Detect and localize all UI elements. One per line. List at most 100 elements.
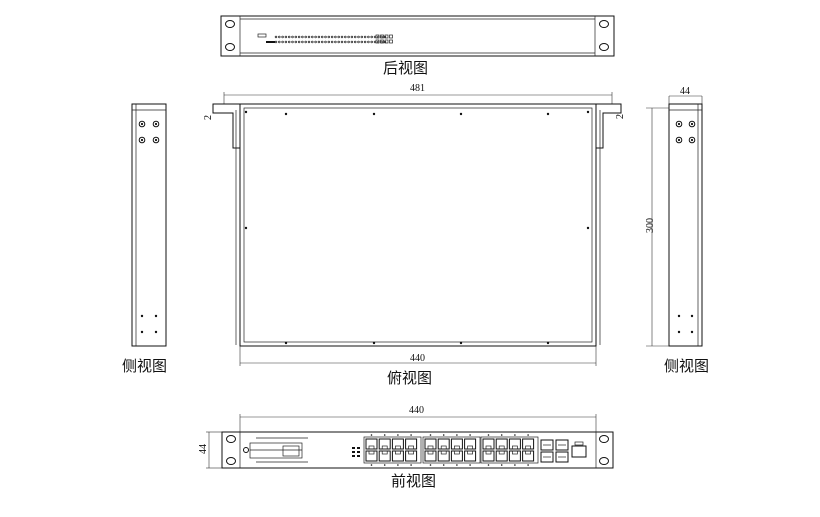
- right-side-holes: [675, 120, 696, 334]
- rear-vent-dot: [337, 35, 340, 39]
- side-mount-hole: [675, 136, 683, 144]
- port-led: [500, 434, 503, 436]
- rj45-latch: [454, 450, 460, 455]
- side-mount-hole-center: [690, 122, 694, 126]
- rear-vent-dot: [304, 35, 307, 39]
- rear-vent-dot: [353, 40, 357, 44]
- rj45-latch: [427, 445, 434, 450]
- rear-vent-dot: [380, 35, 383, 39]
- rear-vent-dot: [294, 35, 298, 39]
- svg-text:2: 2: [203, 115, 214, 120]
- rj45-latch: [498, 445, 505, 450]
- port-led: [469, 464, 471, 466]
- rear-panel-outline: [220, 15, 615, 57]
- rj45-port: [522, 438, 535, 450]
- rear-vent-dot: [347, 35, 350, 39]
- rear-view: 后视图: [220, 15, 615, 77]
- rj45-latch: [454, 445, 460, 450]
- rj45-port: [450, 450, 463, 462]
- rear-vent-dot: [363, 35, 367, 39]
- rj45-port: [495, 450, 508, 462]
- rj45-latch: [440, 450, 447, 455]
- left-side-holes: [138, 120, 160, 334]
- port-led: [410, 434, 412, 436]
- rj45-port: [482, 450, 495, 462]
- rj45-latch: [467, 450, 473, 455]
- sfp-port: [540, 439, 554, 451]
- rj45-latch: [368, 445, 375, 450]
- port-led: [527, 464, 529, 466]
- rj45-port: [424, 450, 437, 462]
- rear-vent-dot: [284, 40, 288, 44]
- sfp-combo-port-group: [540, 439, 569, 463]
- rj45-port: [482, 438, 495, 450]
- rj45-latch: [525, 450, 531, 455]
- rear-vent-dot: [314, 40, 317, 44]
- rear-port-mark: [380, 34, 384, 39]
- rj45-latch: [512, 445, 518, 450]
- rear-mount-hole: [225, 43, 235, 51]
- side-mount-hole-center: [690, 138, 694, 142]
- side-mount-hole-center: [154, 122, 158, 126]
- status-led: [352, 451, 355, 453]
- console-port: [282, 445, 300, 457]
- rear-vent-dot: [320, 40, 324, 44]
- right-side-view-label: 侧视图: [664, 357, 709, 375]
- rear-vent-dot: [327, 40, 331, 44]
- rj45-port: [437, 438, 450, 450]
- rj45-latch: [485, 445, 492, 450]
- port-led: [383, 434, 386, 436]
- rear-vent-dot: [284, 35, 288, 39]
- rear-vent-dot: [337, 40, 340, 44]
- side-mount-hole-center: [140, 122, 144, 126]
- rear-vent-dot: [274, 40, 278, 44]
- side-rail-hole: [690, 314, 694, 318]
- port-led: [442, 464, 445, 466]
- dimension-44-side: 44: [680, 86, 690, 97]
- uplink-rj45-port: [571, 445, 587, 458]
- rear-vent-dot: [317, 40, 321, 44]
- side-rail-hole: [154, 314, 158, 318]
- left-side-outline: [131, 103, 167, 347]
- port-led: [514, 434, 516, 436]
- dimension-481: 481: [410, 83, 425, 94]
- rear-vent-dot: [278, 35, 281, 39]
- power-led-icon: [243, 447, 249, 453]
- rear-vent-dot: [314, 35, 317, 39]
- side-mount-hole-center: [677, 138, 681, 142]
- status-led: [357, 451, 360, 453]
- rear-label-mark: [257, 33, 267, 38]
- rear-vent-dot: [307, 35, 311, 39]
- rear-vent-dot: [360, 40, 364, 44]
- side-mount-hole-center: [154, 138, 158, 142]
- port-led: [383, 464, 386, 466]
- port-led: [469, 434, 471, 436]
- status-led: [352, 455, 355, 457]
- side-mount-hole-center: [677, 122, 681, 126]
- rear-vent-dot: [340, 40, 344, 44]
- rear-vent-dot: [324, 35, 327, 39]
- rear-vent-dot: [320, 35, 324, 39]
- rear-vent-dot: [367, 35, 370, 39]
- dimension-440-top: 440: [410, 353, 425, 364]
- port-led: [500, 464, 503, 466]
- port-led: [429, 464, 432, 466]
- dimension-44-front: 44: [198, 444, 209, 454]
- side-mount-hole: [688, 120, 696, 128]
- screw-hole: [244, 226, 248, 230]
- rj45-port: [522, 450, 535, 462]
- rj45-latch: [440, 445, 447, 450]
- port-led: [370, 434, 373, 436]
- rear-vent-pattern: [257, 33, 393, 44]
- port-led: [527, 434, 529, 436]
- rear-mount-hole: [225, 20, 235, 28]
- rear-vent-dot: [370, 35, 373, 39]
- front-panel-outline: [221, 431, 614, 469]
- rear-vent-dot: [370, 40, 373, 44]
- rear-vent-dot: [360, 35, 364, 39]
- rear-vent-dot: [357, 35, 360, 39]
- rj45-port: [405, 450, 418, 462]
- top-screw-holes: [244, 110, 590, 345]
- rear-vent-dot: [357, 40, 360, 44]
